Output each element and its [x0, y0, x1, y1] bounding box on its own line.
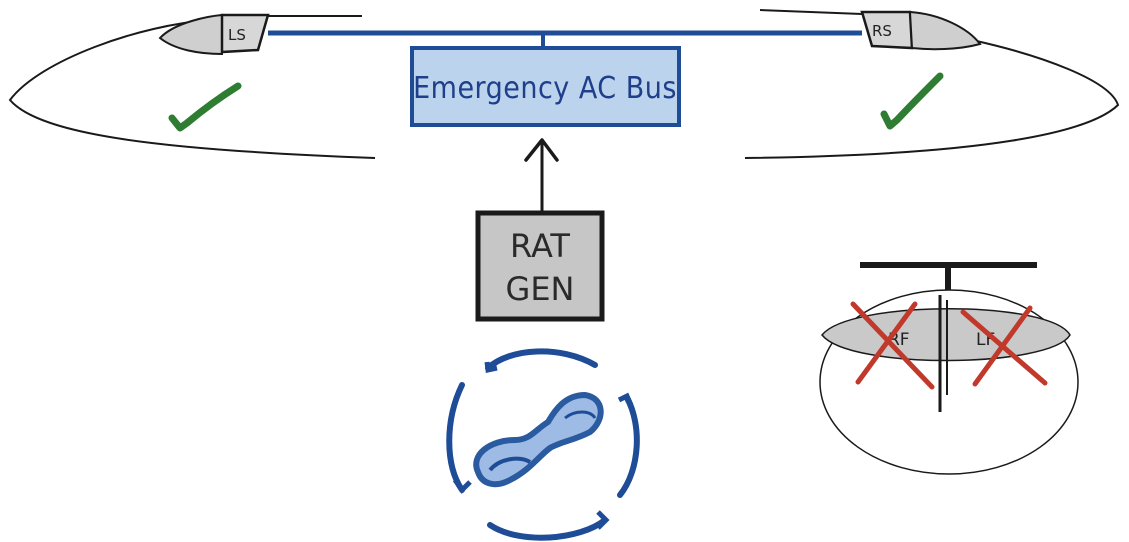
- fuel-tank: RF LF: [819, 262, 1079, 475]
- rat-generator: RAT GEN: [475, 210, 605, 322]
- right-engine: RS: [860, 10, 982, 51]
- rat-gen-line1: RAT: [510, 227, 570, 265]
- emergency-ac-bus: Emergency AC Bus: [410, 46, 681, 127]
- left-check-icon: [168, 82, 242, 132]
- rat-gen-line2: GEN: [506, 270, 575, 308]
- left-engine: LS: [158, 13, 270, 56]
- left-pump-failed-icon: [850, 301, 935, 390]
- bus-connection-lines: [268, 30, 862, 48]
- right-wing: RS: [744, 9, 1120, 159]
- right-pump-failed-icon: [960, 305, 1048, 387]
- left-engine-label: LS: [228, 26, 246, 44]
- right-engine-label: RS: [872, 22, 892, 40]
- emergency-ac-bus-label: Emergency AC Bus: [413, 71, 677, 106]
- right-check-icon: [880, 72, 944, 130]
- left-wing: LS: [8, 13, 376, 159]
- power-flow-arrow: [524, 138, 559, 212]
- ram-air-turbine-icon: [446, 348, 640, 541]
